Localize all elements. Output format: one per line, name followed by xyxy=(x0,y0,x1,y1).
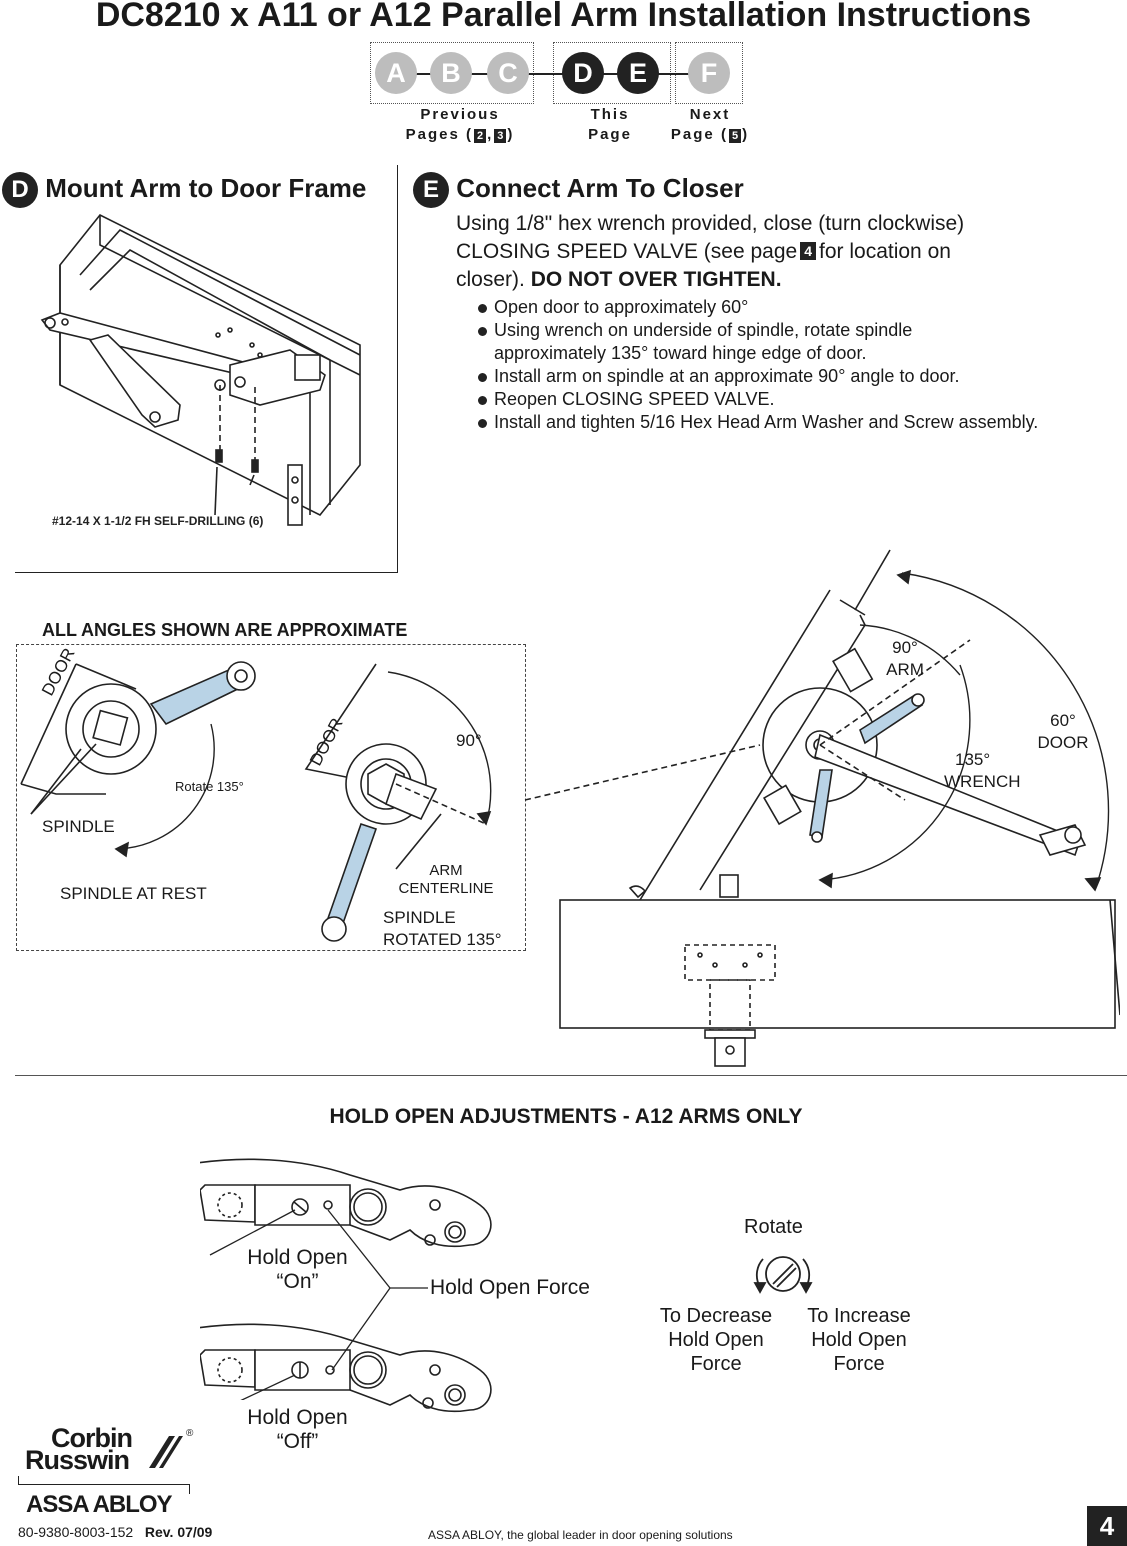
page-2-link[interactable]: 2 xyxy=(473,129,487,143)
step-b[interactable]: B xyxy=(430,52,472,94)
page-4-link[interactable]: 4 xyxy=(800,242,817,260)
ninety-degree-label: 90° xyxy=(456,731,482,750)
hold-open-off-diagram xyxy=(200,1323,492,1413)
frame-mount-diagram xyxy=(40,213,361,526)
section-e-badge: E xyxy=(413,172,449,208)
rotate-heading: Rotate xyxy=(744,1216,803,1238)
spindle-rest-label: SPINDLE AT REST xyxy=(60,884,207,903)
hold-open-on-label: Hold Open “On” xyxy=(247,1246,348,1293)
hold-open-divider xyxy=(15,1075,1127,1076)
angles-heading: ALL ANGLES SHOWN ARE APPROXIMATE xyxy=(42,620,408,640)
page-title: DC8210 x A11 or A12 Parallel Arm Install… xyxy=(95,0,1032,34)
hold-open-heading: HOLD OPEN ADJUSTMENTS - A12 ARMS ONLY xyxy=(329,1105,803,1128)
step-f[interactable]: F xyxy=(688,52,730,94)
section-d-badge: D xyxy=(2,172,38,208)
this-page-label: This Page xyxy=(588,106,632,143)
page-3-link[interactable]: 3 xyxy=(494,129,507,143)
step-d: D xyxy=(562,52,604,94)
step-navigator: A B C D E F xyxy=(370,42,750,108)
rotate-label: Rotate 135° xyxy=(175,779,244,794)
step-connector-line xyxy=(390,73,710,75)
spindle-rotated-label: SPINDLE ROTATED 135° xyxy=(383,908,502,949)
spindle-detail-diagram xyxy=(20,661,492,942)
step-a[interactable]: A xyxy=(375,52,417,94)
logo-rule xyxy=(18,1484,190,1485)
spindle-detail-box xyxy=(16,644,526,951)
section-d-bottom-rule xyxy=(15,572,398,573)
hold-open-on-diagram xyxy=(200,1158,492,1248)
spindle-label: SPINDLE xyxy=(42,817,115,836)
decrease-force-label: To Decrease Hold Open Force xyxy=(659,1305,773,1375)
hold-open-force-label: Hold Open Force xyxy=(430,1276,590,1299)
page-number: 4 xyxy=(1087,1506,1127,1546)
logo-rule-left xyxy=(18,1476,19,1485)
wrench-135-label: 135° WRENCH xyxy=(944,750,1021,791)
section-divider xyxy=(397,165,398,573)
door-closer-plan-diagram xyxy=(524,549,1120,1067)
step-bullet: Install arm on spindle at an approximate… xyxy=(476,365,1126,388)
step-c[interactable]: C xyxy=(487,52,529,94)
doc-number: 80-9380-8003-152 Rev. 07/09 xyxy=(18,1524,213,1540)
step-bullet: Reopen CLOSING SPEED VALVE. xyxy=(476,388,1126,411)
screw-label: #12-14 X 1-1/2 FH SELF-DRILLING (6) xyxy=(52,514,264,528)
page-5-link[interactable]: 5 xyxy=(728,129,742,143)
arm-centerline-label: ARM CENTERLINE xyxy=(398,862,494,897)
step-e: E xyxy=(617,52,659,94)
door-60-label: 60° DOOR xyxy=(1037,711,1089,752)
step-bullet: Open door to approximately 60° xyxy=(476,296,1126,319)
corbin-russwin-mark xyxy=(149,1436,183,1468)
step-bullet: Using wrench on underside of spindle, ro… xyxy=(476,319,1014,365)
adjust-screw-icon xyxy=(753,1256,813,1294)
step-bullet: Install and tighten 5/16 Hex Head Arm Wa… xyxy=(476,411,1126,434)
hold-open-off-label: Hold Open “Off” xyxy=(247,1406,348,1453)
previous-pages-link[interactable]: Previous Pages (2,3) xyxy=(405,106,515,143)
hold-open-leader-lines xyxy=(209,1209,428,1400)
section-e-heading: E Connect Arm To Closer xyxy=(413,172,744,208)
increase-force-label: To Increase Hold Open Force xyxy=(807,1305,911,1375)
section-e-steps: Open door to approximately 60° Using wre… xyxy=(476,296,1126,434)
section-d-heading: D Mount Arm to Door Frame xyxy=(2,172,366,208)
logo-rule-right xyxy=(189,1484,190,1494)
next-page-link[interactable]: Next Page (5) xyxy=(670,106,750,143)
section-e-intro: Using 1/8" hex wrench provided, close (t… xyxy=(456,212,965,291)
corbin-russwin-logo: Corbin Russwin ® xyxy=(25,1423,194,1475)
footer-tagline: ASSA ABLOY, the global leader in door op… xyxy=(428,1528,733,1542)
assa-abloy-logo: ASSA ABLOY xyxy=(26,1491,173,1518)
arm-90-label: 90° ARM xyxy=(886,638,924,679)
